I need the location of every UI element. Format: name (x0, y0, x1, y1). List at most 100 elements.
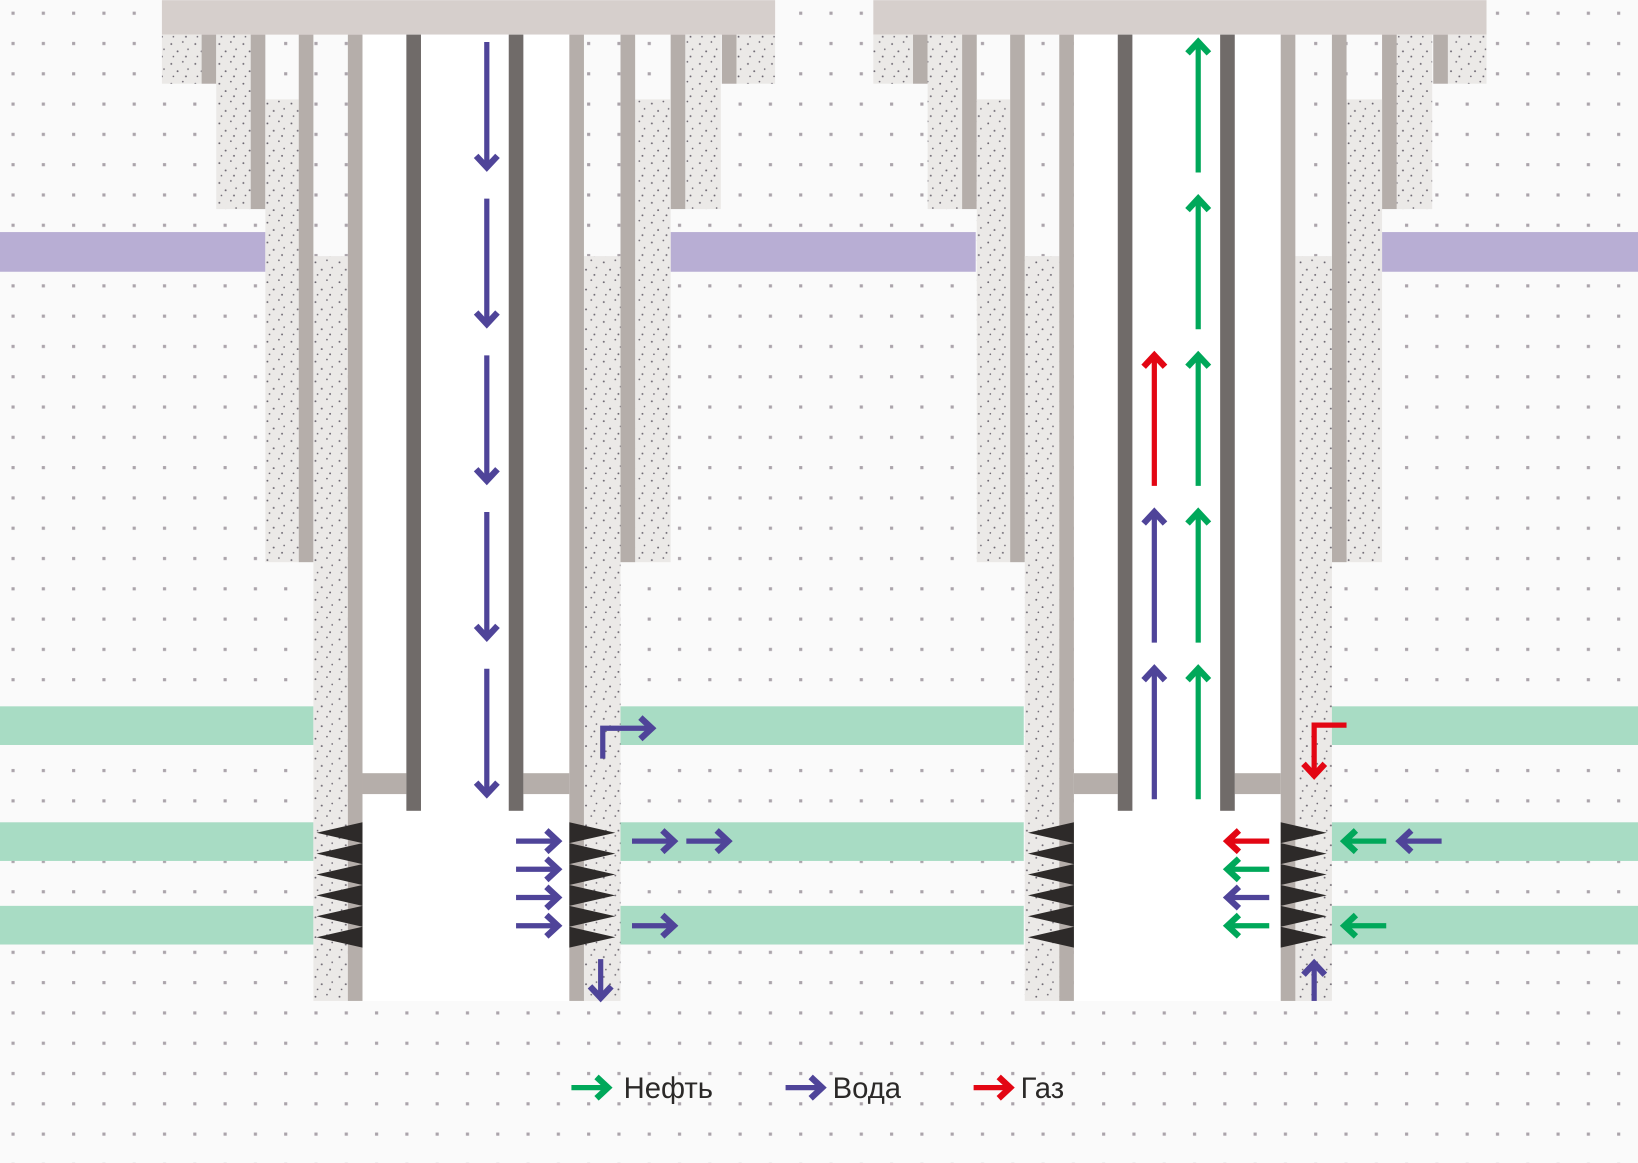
water-out-arrow (516, 912, 563, 939)
perforation (1280, 905, 1327, 927)
cement (873, 34, 914, 84)
packer (362, 773, 407, 795)
cement (635, 99, 671, 563)
inflow-arrow (1222, 856, 1270, 883)
oil-up-arrow (1185, 507, 1212, 643)
perforation (316, 843, 363, 865)
perforation (569, 843, 616, 865)
wellbore-interior (1073, 34, 1281, 1001)
water-down-arrow (473, 668, 500, 799)
perforation (1027, 822, 1074, 844)
perforation (316, 926, 363, 948)
reservoir-layer (1329, 706, 1638, 745)
water-out-arrow (516, 856, 563, 883)
perforation (316, 864, 363, 885)
water-up-arrow (1141, 507, 1168, 643)
legend-item-water: Вода (785, 1073, 902, 1105)
arrow-head (1395, 828, 1414, 855)
water-up-arrow (1301, 958, 1328, 1001)
conductor-casing (201, 34, 217, 84)
arrow-head (544, 856, 563, 883)
perforation (316, 822, 363, 844)
surface-casing (962, 34, 977, 210)
surface-casing (250, 34, 266, 210)
arrow-head (1339, 828, 1359, 855)
inflow-arrow (1222, 884, 1270, 911)
tubing (508, 34, 524, 811)
injection-well (161, 0, 776, 1001)
water-up-arrow (1141, 664, 1168, 800)
production-casing (347, 34, 363, 1001)
water-out-arrow (516, 828, 563, 855)
legend-arrow-icon (785, 1074, 827, 1101)
inflow-arrow (1222, 912, 1270, 939)
conductor-casing (721, 34, 737, 84)
arrow-head (996, 1074, 1015, 1101)
cement (161, 34, 202, 84)
perforation (1027, 864, 1074, 885)
water-down-arrow (473, 41, 500, 172)
water-down-arrow (587, 959, 614, 1003)
conductor-casing (913, 34, 928, 84)
perforation (1027, 884, 1074, 906)
arrow-head (1301, 958, 1328, 977)
arrow-head (1185, 350, 1212, 369)
water-out-arrow (686, 828, 733, 855)
tubing (1117, 34, 1133, 811)
legend-arrow-icon (571, 1074, 613, 1101)
legend: Нефть Вода Газ (571, 1073, 1064, 1105)
perforation (569, 905, 616, 927)
reservoir-layer (0, 706, 314, 745)
perforation (1027, 905, 1074, 927)
wellhead-cap (161, 0, 776, 35)
wellhead-cap (873, 0, 1487, 35)
arrow-head (1185, 194, 1212, 213)
cement (1447, 34, 1487, 84)
cement (685, 34, 721, 210)
water-out-arrow (632, 828, 679, 855)
water-crossflow-arrow (600, 715, 657, 759)
production-casing (1280, 34, 1296, 1001)
wellbore-interior (362, 34, 570, 1001)
intermediate-casing (1331, 34, 1347, 563)
gas-up-arrow (1141, 350, 1168, 486)
arrow-head (660, 828, 679, 855)
arrow-shaft (1311, 722, 1347, 776)
arrow-head (473, 780, 500, 799)
cement (313, 256, 348, 1001)
perforation (316, 905, 363, 927)
perforation (1280, 843, 1327, 865)
cement (1396, 34, 1433, 210)
packer (1073, 773, 1118, 795)
cement (216, 34, 251, 210)
intermediate-casing (620, 34, 636, 563)
intermediate-casing (1010, 34, 1025, 563)
arrow-head (1222, 828, 1242, 855)
arrow-head (594, 1074, 613, 1101)
arrow-head (714, 828, 733, 855)
oil-inflow-arrow (1339, 912, 1387, 939)
arrow-shaft (600, 725, 652, 759)
arrow-head (1301, 761, 1328, 780)
production-casing (1059, 34, 1074, 1001)
oil-up-arrow (1185, 350, 1212, 486)
oil-inflow-arrow (1339, 828, 1387, 855)
reservoir-layer (620, 905, 1024, 945)
tubing (1220, 34, 1235, 811)
reservoir-layer (620, 822, 1024, 861)
cement (265, 99, 299, 563)
water-out-arrow (516, 884, 563, 911)
arrow-head (544, 884, 563, 911)
arrow-head (1339, 912, 1359, 939)
legend-label-oil: Нефть (624, 1073, 713, 1105)
production-well (873, 0, 1487, 1001)
arrow-head (808, 1074, 827, 1101)
perforation (1280, 822, 1327, 844)
arrow-head (1141, 664, 1168, 683)
perforation (569, 864, 616, 885)
perforation (316, 884, 363, 906)
perforation (1280, 926, 1327, 948)
perforation (1027, 926, 1074, 948)
arrow-head (660, 912, 679, 939)
